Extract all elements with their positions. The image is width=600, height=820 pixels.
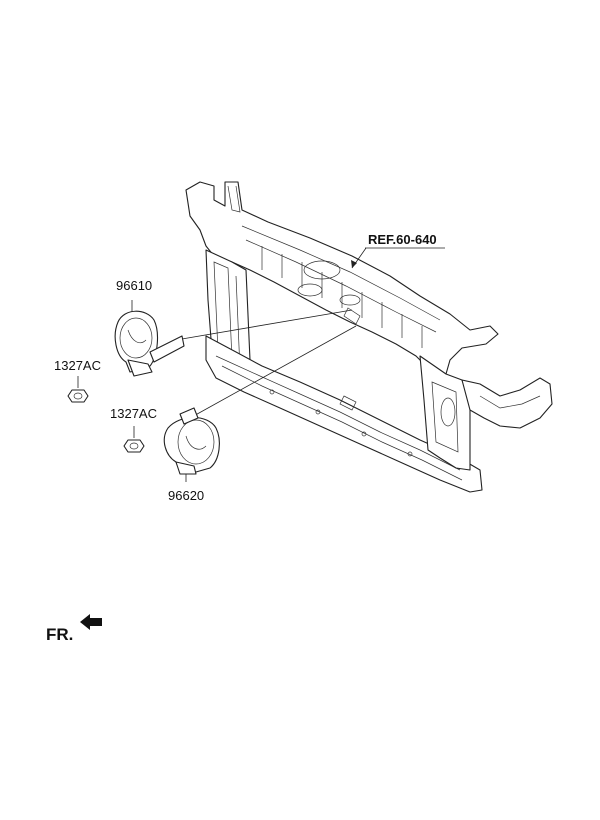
front-label: FR. [46, 625, 73, 644]
front-end-carrier [185, 181, 553, 493]
horn-low-96620 [163, 407, 220, 475]
nut-lower-1327ac [123, 439, 145, 453]
nut-upper-1327ac [67, 389, 89, 403]
part-number-1327ac-lower: 1327AC [110, 406, 157, 421]
ref-label: REF.60-640 [368, 232, 437, 247]
part-number-1327ac-upper: 1327AC [54, 358, 101, 373]
horn-high-96610 [114, 310, 185, 377]
front-arrow-icon [80, 614, 102, 630]
assembly-lines [77, 247, 445, 482]
front-direction-indicator: FR. [46, 614, 102, 644]
part-number-96610: 96610 [116, 278, 152, 293]
part-number-96620: 96620 [168, 488, 204, 503]
